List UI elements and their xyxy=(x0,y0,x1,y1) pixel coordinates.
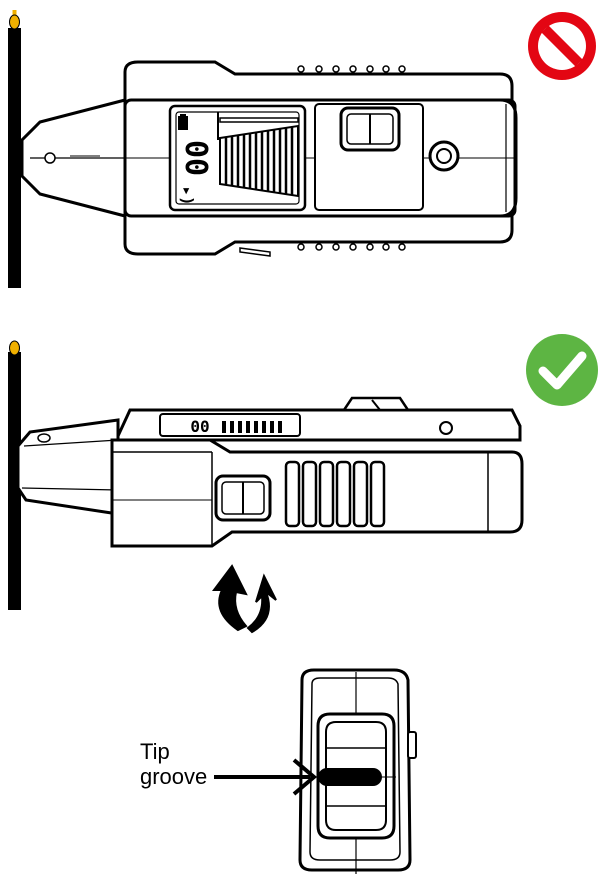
device-bottom-ridge xyxy=(123,212,514,256)
panel-front-view: Tip groove xyxy=(140,668,417,874)
lcd-reading-top: 00 xyxy=(178,140,213,176)
lcd-indicator-top: ▸) xyxy=(178,186,197,205)
grip-dots-bottom xyxy=(297,243,406,251)
torch-lens-side xyxy=(439,421,453,435)
battery-icon xyxy=(178,116,188,130)
lcd-bargraph-top xyxy=(219,124,299,198)
device-top-ridge xyxy=(123,60,514,104)
rotate-arrow-icon xyxy=(212,564,277,634)
wire-tip-cap-top xyxy=(9,14,20,30)
wire-cable-middle xyxy=(8,352,21,610)
lcd-bargraph-side xyxy=(222,421,282,433)
grip-slots xyxy=(284,460,386,528)
lcd-reading-side: 00 xyxy=(190,417,209,436)
wire-tip-cap-middle xyxy=(9,340,20,356)
panel-wrong-orientation: 00 ▸) xyxy=(8,10,596,288)
tip-groove-label-line1: Tip xyxy=(140,739,170,764)
probe-nose-middle xyxy=(16,418,120,516)
panel-correct-orientation: 00 xyxy=(8,334,598,634)
wire-cable-top xyxy=(8,28,21,288)
prohibited-icon xyxy=(528,12,596,80)
tip-groove xyxy=(318,768,382,786)
grip-dots-top xyxy=(297,65,406,73)
checkmark-icon xyxy=(526,334,598,406)
tip-groove-label-line2: groove xyxy=(140,764,207,789)
side-knob xyxy=(407,731,417,759)
